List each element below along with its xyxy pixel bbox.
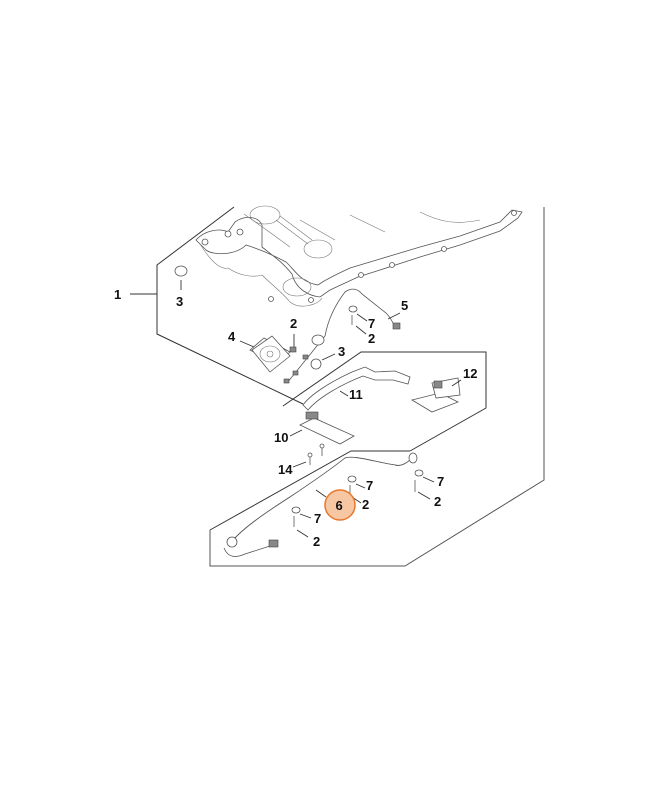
highlight-circle — [324, 489, 356, 521]
callout-7a[interactable]: 7 — [368, 316, 375, 331]
wire-harness-part-6 — [223, 452, 418, 557]
clip-part-7c — [414, 469, 435, 500]
plug-part-3a — [174, 265, 188, 290]
connector-bracket-part-12 — [410, 377, 462, 413]
circuit-board-part-10 — [289, 411, 355, 445]
callout-2c[interactable]: 2 — [362, 497, 369, 512]
callout-3b[interactable]: 3 — [338, 344, 345, 359]
diaphragm-part-4 — [239, 335, 291, 373]
highlighted-callout-6[interactable]: 6 — [324, 489, 356, 521]
callout-12[interactable]: 12 — [463, 366, 477, 381]
callout-6[interactable]: 6 — [336, 498, 343, 513]
sensor-wire-part-5 — [283, 288, 401, 384]
ribbon-cable-part-11 — [302, 366, 411, 411]
assembly-frame-outer — [156, 206, 304, 405]
callout-2d[interactable]: 2 — [434, 494, 441, 509]
callout-7d[interactable]: 7 — [314, 511, 321, 526]
callout-11[interactable]: 11 — [349, 387, 363, 402]
callout-10[interactable]: 10 — [274, 430, 288, 445]
callout-7b[interactable]: 7 — [366, 478, 373, 493]
subassembly-frame-middle — [282, 351, 487, 452]
screw-part-14 — [292, 443, 325, 468]
callout-2a[interactable]: 2 — [290, 316, 297, 331]
callout-3a[interactable]: 3 — [176, 294, 183, 309]
callout-7c[interactable]: 7 — [437, 474, 444, 489]
cover-part — [195, 205, 523, 307]
subassembly-frame-bottom — [209, 450, 410, 531]
screw-part-2a — [289, 334, 297, 353]
clip-part-7d — [291, 506, 312, 538]
callout-5[interactable]: 5 — [401, 298, 408, 313]
assembly-frame-right — [209, 207, 545, 567]
callout-2b[interactable]: 2 — [368, 331, 375, 346]
callout-labels: 1 3 2 4 3 5 7 2 12 11 10 14 7 7 2 2 7 2 — [114, 287, 477, 549]
callout-4[interactable]: 4 — [228, 329, 236, 344]
callout-1[interactable]: 1 — [114, 287, 121, 302]
callout-2e[interactable]: 2 — [313, 534, 320, 549]
clip-part-7a — [348, 305, 368, 335]
callout-14[interactable]: 14 — [278, 462, 293, 477]
